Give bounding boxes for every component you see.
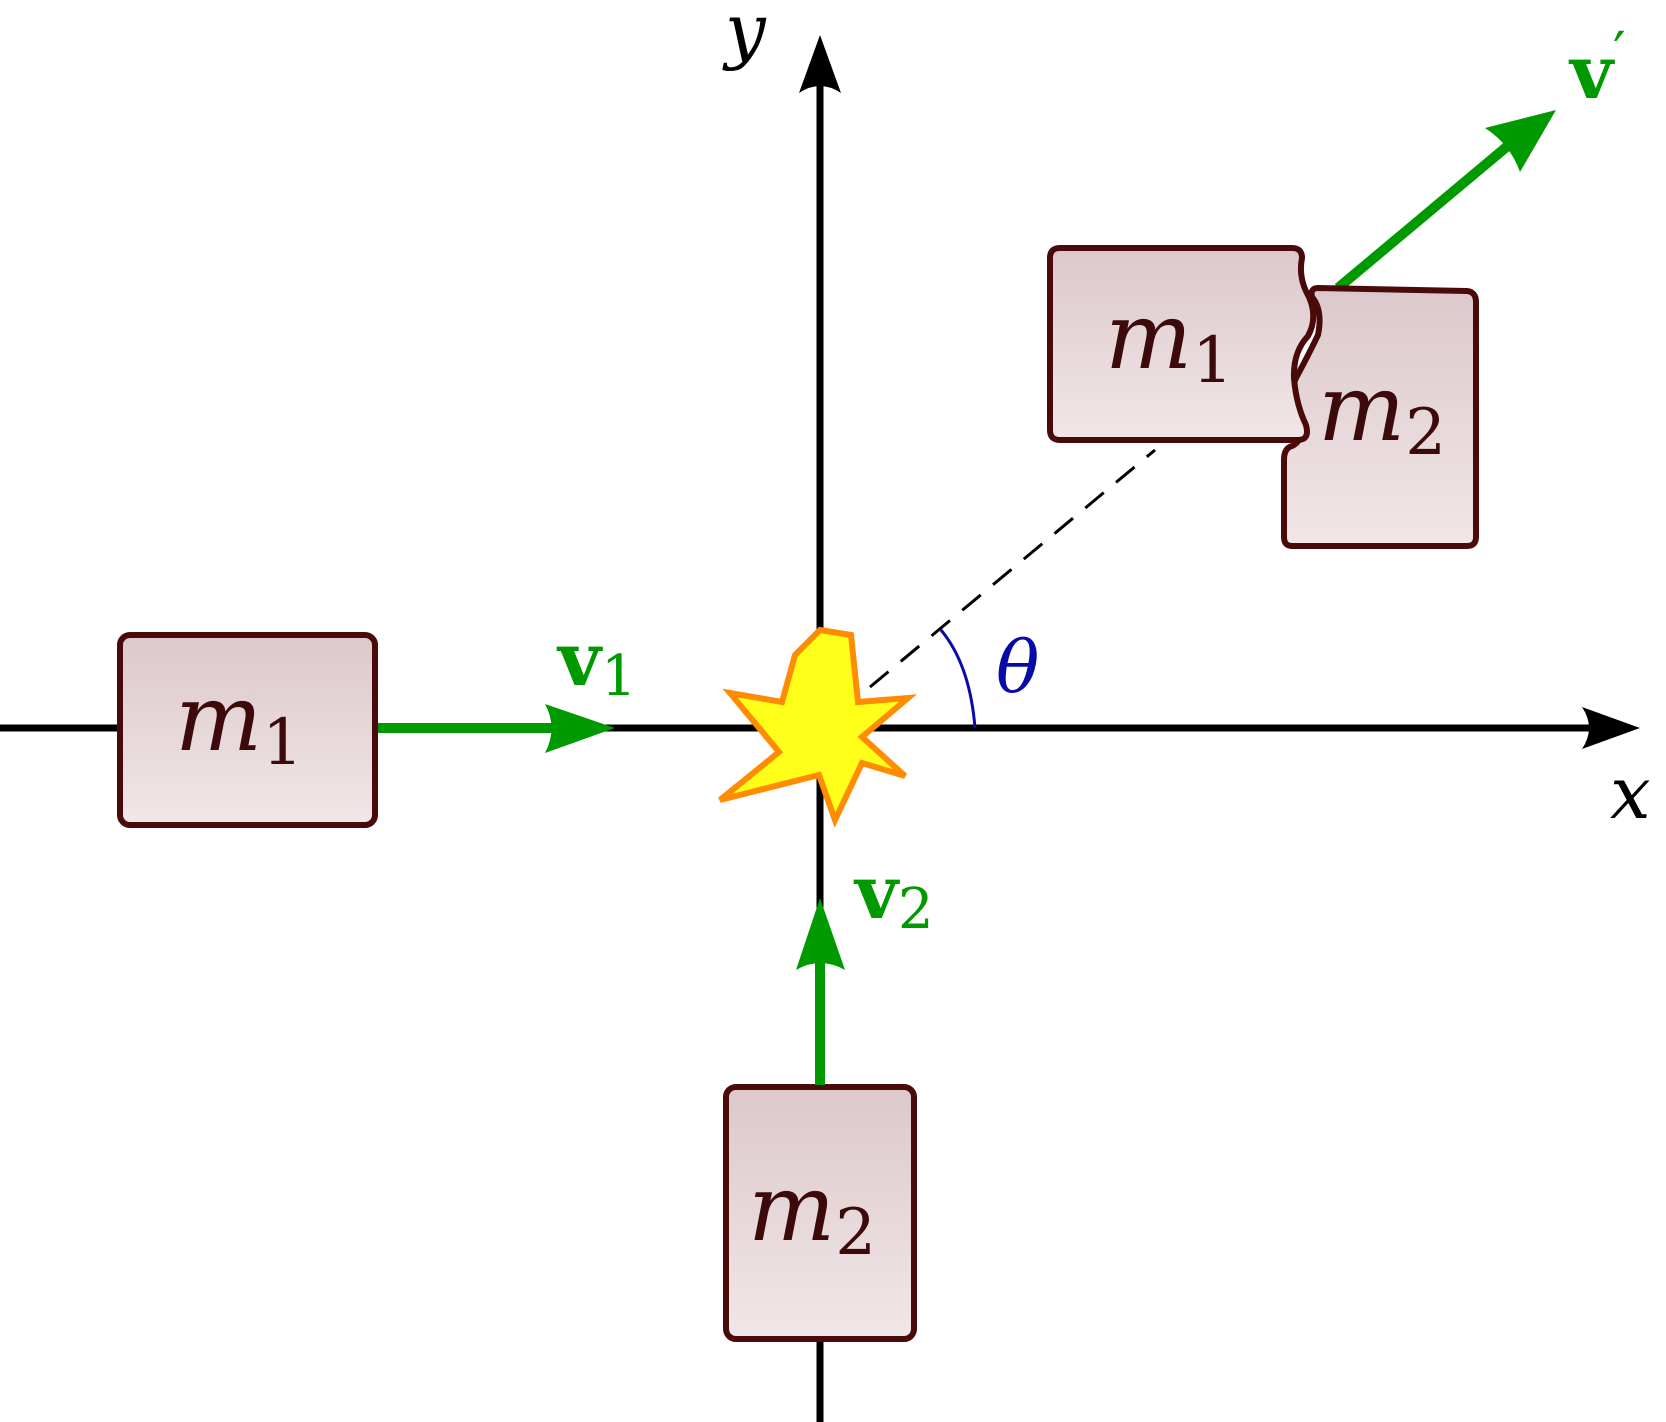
x-axis-arrowhead <box>1582 707 1640 749</box>
vector-v1-arrow <box>378 704 615 753</box>
vector-v-prime-arrow <box>1334 110 1556 292</box>
y-axis-label: y <box>722 0 767 72</box>
y-axis-arrowhead <box>799 35 841 93</box>
block-m1-after <box>1047 245 1317 443</box>
vector-v2-arrow <box>796 898 845 1085</box>
vector-v2-label: v2 <box>853 850 934 942</box>
angle-arc <box>939 629 977 729</box>
trajectory-dashed-line <box>869 448 1156 689</box>
vector-v1-label: v1 <box>556 617 637 709</box>
collision-burst-icon <box>718 626 918 828</box>
block-m1-after-label: m1 <box>1105 283 1233 398</box>
block-m1-before <box>117 632 378 828</box>
block-m2-before-label: m2 <box>748 1155 876 1270</box>
block-m2-after-label: m2 <box>1318 355 1446 470</box>
block-m1-before-label: m1 <box>175 665 303 780</box>
x-axis-label: x <box>1610 751 1651 835</box>
vector-v-prime-label: v′ <box>1568 21 1626 116</box>
angle-theta-label: θ <box>996 625 1039 709</box>
block-m2-before <box>723 1084 917 1342</box>
